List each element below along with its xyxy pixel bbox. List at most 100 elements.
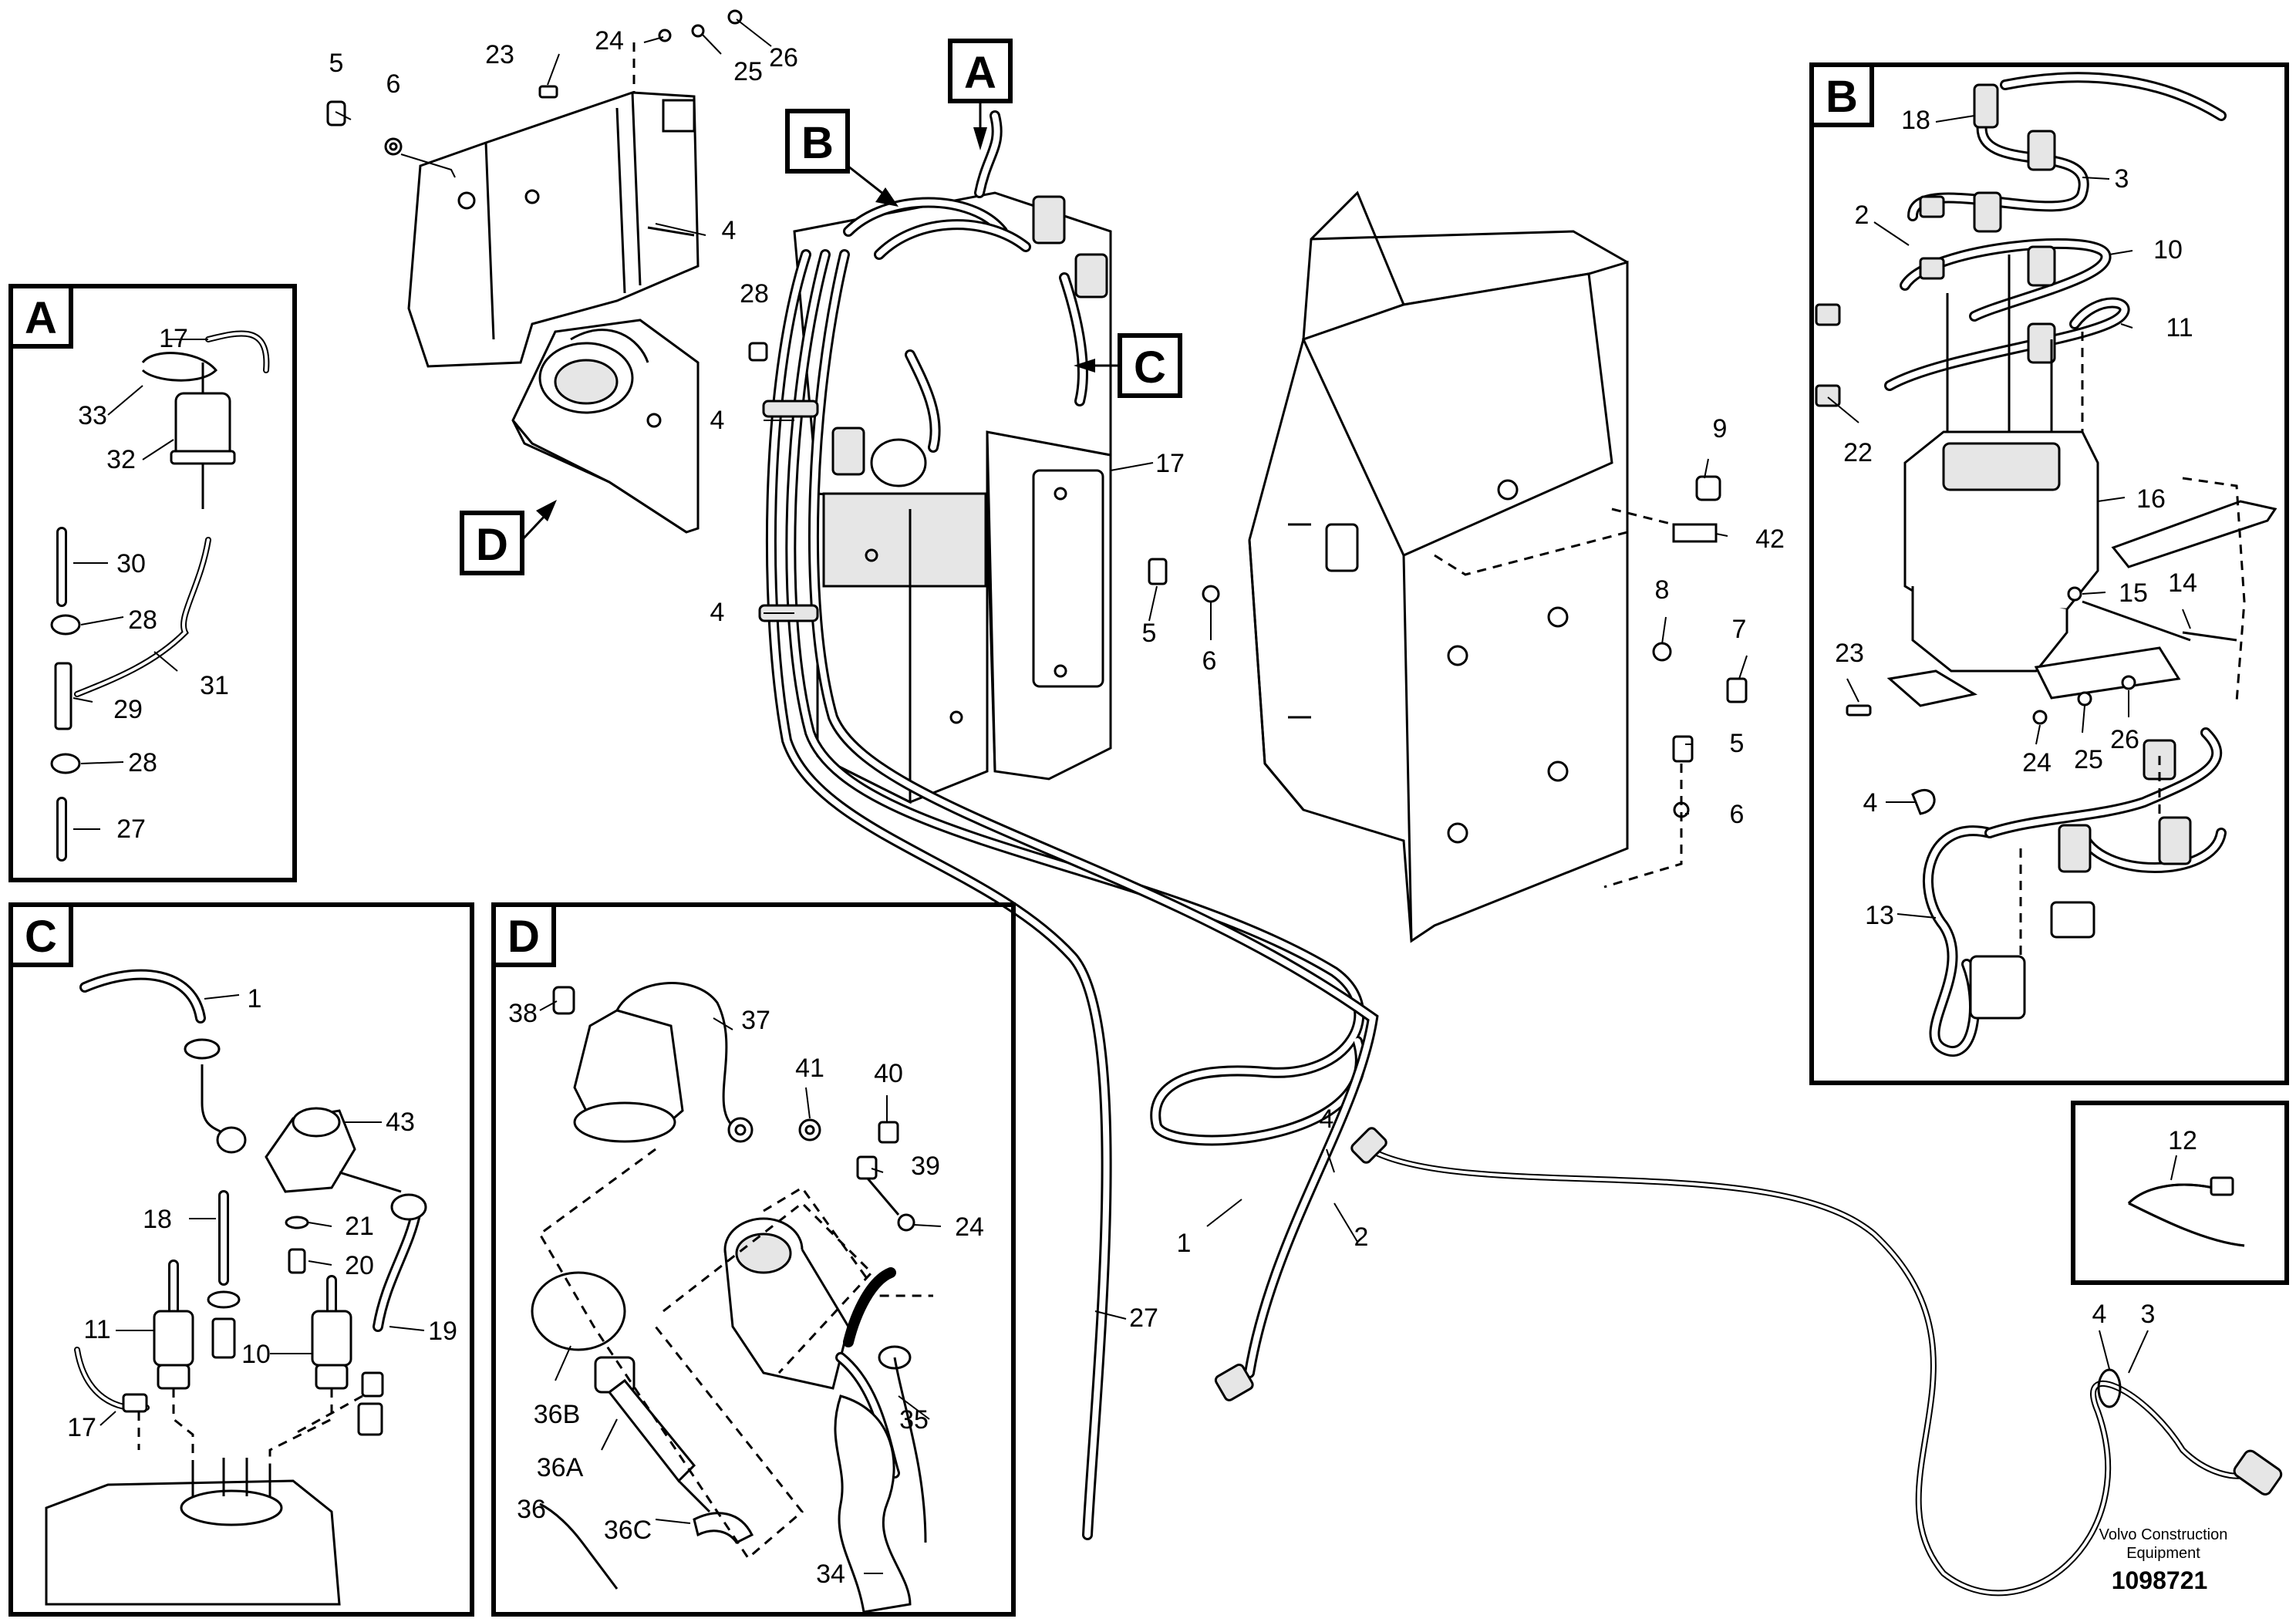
tank-d (511, 319, 700, 534)
part-label: 11 (2166, 313, 2193, 342)
part-label: 10 (241, 1340, 271, 1369)
part-label: 40 (874, 1059, 903, 1088)
part-label: 21 (345, 1212, 374, 1241)
callout-b-label: B (801, 118, 834, 168)
main-leaders (335, 19, 1748, 1320)
part-label: 18 (1901, 106, 1930, 135)
part-label: 43 (386, 1108, 415, 1137)
footer: Volvo Construction Equipment 1098721 (2099, 1526, 2228, 1594)
hose-end-labels: 4 3 (2092, 1300, 2283, 1496)
part-label: 6 (1202, 646, 1217, 676)
detail-c-title: C (25, 912, 57, 962)
part-label: 26 (2110, 725, 2139, 754)
part-label: 32 (106, 445, 136, 474)
brand-subname: Equipment (2126, 1545, 2200, 1562)
part-label: 24 (595, 26, 624, 56)
detail-c: C (8, 902, 474, 1617)
part-label: 4 (1320, 1104, 1334, 1134)
callout-b (785, 109, 899, 207)
part-label: 13 (1865, 901, 1894, 930)
part-label: 38 (508, 999, 538, 1028)
detail-b: B (1809, 62, 2289, 1085)
part-label: 26 (769, 43, 798, 73)
part-label: 12 (2168, 1126, 2197, 1155)
part-label: 22 (1843, 438, 1873, 467)
part-label: 4 (710, 406, 725, 435)
part-label: 25 (733, 57, 763, 86)
part-label: 11 (83, 1315, 110, 1344)
part-label: 19 (428, 1317, 457, 1346)
part-label: 1 (1177, 1229, 1192, 1258)
part-label: 39 (911, 1152, 940, 1181)
part-label: 23 (485, 40, 514, 69)
heater-unit (793, 110, 1112, 804)
part-label: 20 (345, 1251, 374, 1280)
main-assembly: A B C D 5 6 23 24 25 26 4 28 4 4 17 5 6 … (326, 9, 2255, 1597)
part-label: 27 (116, 814, 146, 844)
part-label: 24 (2022, 748, 2052, 777)
part-label: 42 (1755, 524, 1785, 554)
part-label: 3 (2115, 164, 2129, 194)
callout-c (1074, 333, 1182, 398)
part-label: 5 (1730, 729, 1745, 758)
part-label: 6 (386, 69, 401, 99)
part-label: 28 (128, 748, 157, 777)
detail-cable-tie: 12 (2071, 1101, 2289, 1285)
part-label: 6 (1730, 800, 1745, 829)
part-label: 2 (1855, 201, 1870, 230)
part-label: 41 (795, 1054, 824, 1083)
part-label: 17 (1155, 449, 1185, 478)
detail-a-title: A (25, 293, 57, 343)
part-label: 8 (1655, 575, 1670, 605)
part-label: 3 (2141, 1300, 2156, 1329)
mounting-bracket (407, 91, 700, 368)
brand-name: Volvo Construction (2099, 1526, 2228, 1543)
part-label: 16 (2136, 484, 2166, 514)
part-label: 14 (2168, 568, 2197, 598)
heater-hoses (758, 249, 2255, 1597)
part-label: 5 (329, 49, 344, 78)
part-label: 23 (1835, 639, 1864, 668)
part-label: 15 (2119, 578, 2148, 608)
document-number: 1098721 (2112, 1566, 2208, 1594)
part-label: 34 (816, 1560, 845, 1589)
part-label: 31 (200, 671, 229, 700)
part-label: 17 (67, 1413, 96, 1442)
part-label: 9 (1713, 414, 1728, 443)
part-label: 4 (1863, 788, 1878, 818)
part-label: 4 (710, 598, 725, 627)
callout-a-label: A (964, 48, 996, 98)
detail-d-title: D (507, 912, 540, 962)
part-label: 37 (741, 1006, 770, 1035)
detail-b-title: B (1826, 72, 1858, 122)
part-label: 36C (604, 1516, 652, 1545)
part-label: 2 (1354, 1222, 1369, 1252)
part-label: 27 (1129, 1303, 1158, 1333)
part-label: 28 (740, 279, 769, 309)
part-label: 33 (78, 401, 107, 430)
part-label: 17 (159, 324, 188, 353)
part-label: 36B (534, 1400, 581, 1429)
part-label: 4 (2092, 1300, 2107, 1329)
cover-plate (1248, 191, 1629, 943)
part-label: 36A (537, 1453, 584, 1482)
part-label: 24 (955, 1212, 984, 1242)
part-label: 4 (722, 216, 737, 245)
part-label: 1 (248, 984, 262, 1013)
callout-c-label: C (1134, 342, 1166, 393)
callout-d (460, 500, 557, 575)
part-label: 29 (113, 695, 143, 724)
callout-d-label: D (476, 520, 508, 570)
part-label: 18 (143, 1205, 172, 1234)
detail-a: A 17 33 32 30 28 31 29 28 (8, 284, 297, 882)
part-label: 25 (2074, 745, 2103, 774)
part-label: 5 (1142, 619, 1157, 648)
part-label: 7 (1732, 615, 1747, 644)
part-label: 28 (128, 605, 157, 635)
part-label: 36 (517, 1495, 546, 1524)
part-label: 35 (899, 1405, 929, 1435)
bracket-fasteners (326, 9, 743, 156)
callout-a (948, 39, 1013, 150)
part-label: 30 (116, 549, 146, 578)
